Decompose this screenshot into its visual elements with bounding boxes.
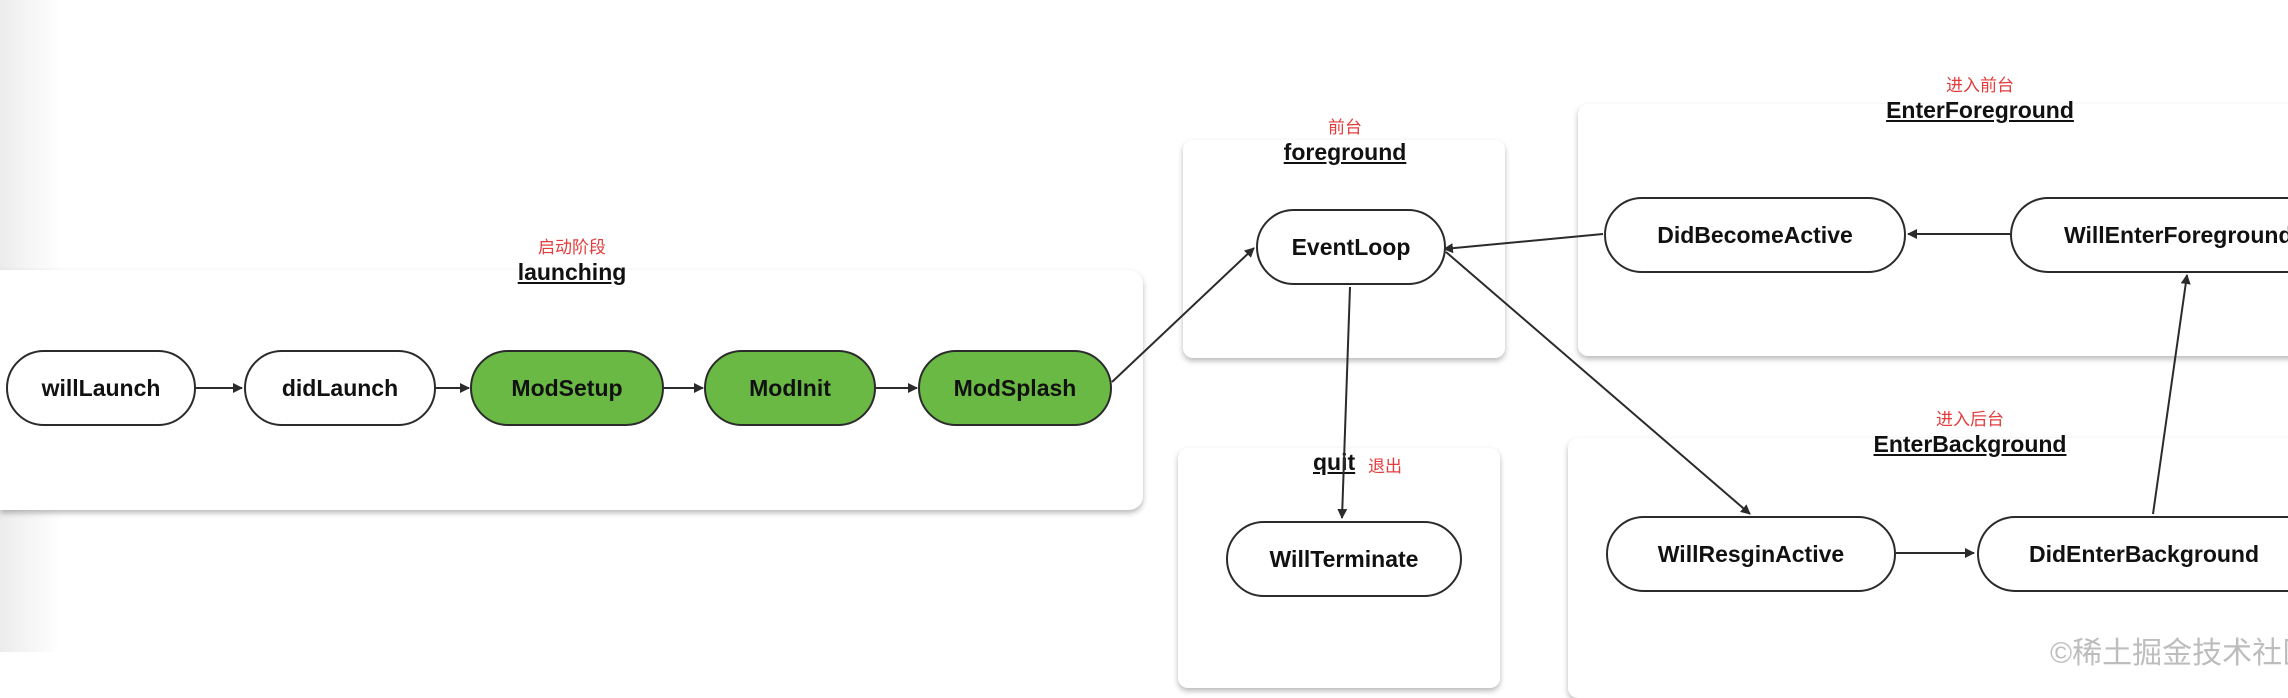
- node-will-terminate: WillTerminate: [1226, 521, 1462, 597]
- node-did-launch: didLaunch: [244, 350, 436, 426]
- node-mod-setup: ModSetup: [470, 350, 664, 426]
- node-mod-init: ModInit: [704, 350, 876, 426]
- launching-label-cn: 启动阶段: [538, 238, 606, 257]
- arrow-eventloop-willresignactive: [1445, 251, 1751, 515]
- enter-background-label-en: EnterBackground: [1873, 431, 2067, 457]
- arrow-didbecomeactive-eventloop: [1443, 233, 1604, 254]
- enter-foreground-label-en: EnterForeground: [1886, 97, 2074, 123]
- watermark: ©稀土掘金技术社区: [2050, 637, 2288, 670]
- launching-label: 启动阶段 launching: [472, 238, 672, 286]
- arrow-didenterbackground-willenterforeground: [2152, 274, 2191, 515]
- enter-background-label-cn: 进入后台: [1936, 410, 2004, 429]
- node-will-enter-foreground: WillEnterForeground: [2010, 197, 2288, 273]
- launching-label-en: launching: [517, 259, 627, 285]
- node-mod-splash: ModSplash: [918, 350, 1112, 426]
- enter-background-label: 进入后台 EnterBackground: [1820, 410, 2120, 458]
- node-did-become-active: DidBecomeActive: [1604, 197, 1906, 273]
- node-event-loop: EventLoop: [1256, 209, 1446, 285]
- node-did-enter-background: DidEnterBackground: [1977, 516, 2288, 592]
- flow-arrows: [196, 229, 2191, 558]
- node-will-launch: willLaunch: [6, 350, 196, 426]
- node-will-resign-active: WillResginActive: [1606, 516, 1896, 592]
- quit-label-cn: 退出: [1368, 457, 1402, 476]
- enter-foreground-label: 进入前台 EnterForeground: [1830, 76, 2130, 124]
- foreground-label-cn: 前台: [1328, 118, 1362, 137]
- arrow-modsplash-eventloop: [1111, 247, 1255, 383]
- foreground-label: 前台 foreground: [1245, 118, 1445, 166]
- arrow-eventloop-willterminate: [1337, 286, 1351, 519]
- quit-label-en: quit: [1313, 449, 1356, 475]
- foreground-label-en: foreground: [1283, 139, 1407, 165]
- enter-foreground-label-cn: 进入前台: [1946, 76, 2014, 95]
